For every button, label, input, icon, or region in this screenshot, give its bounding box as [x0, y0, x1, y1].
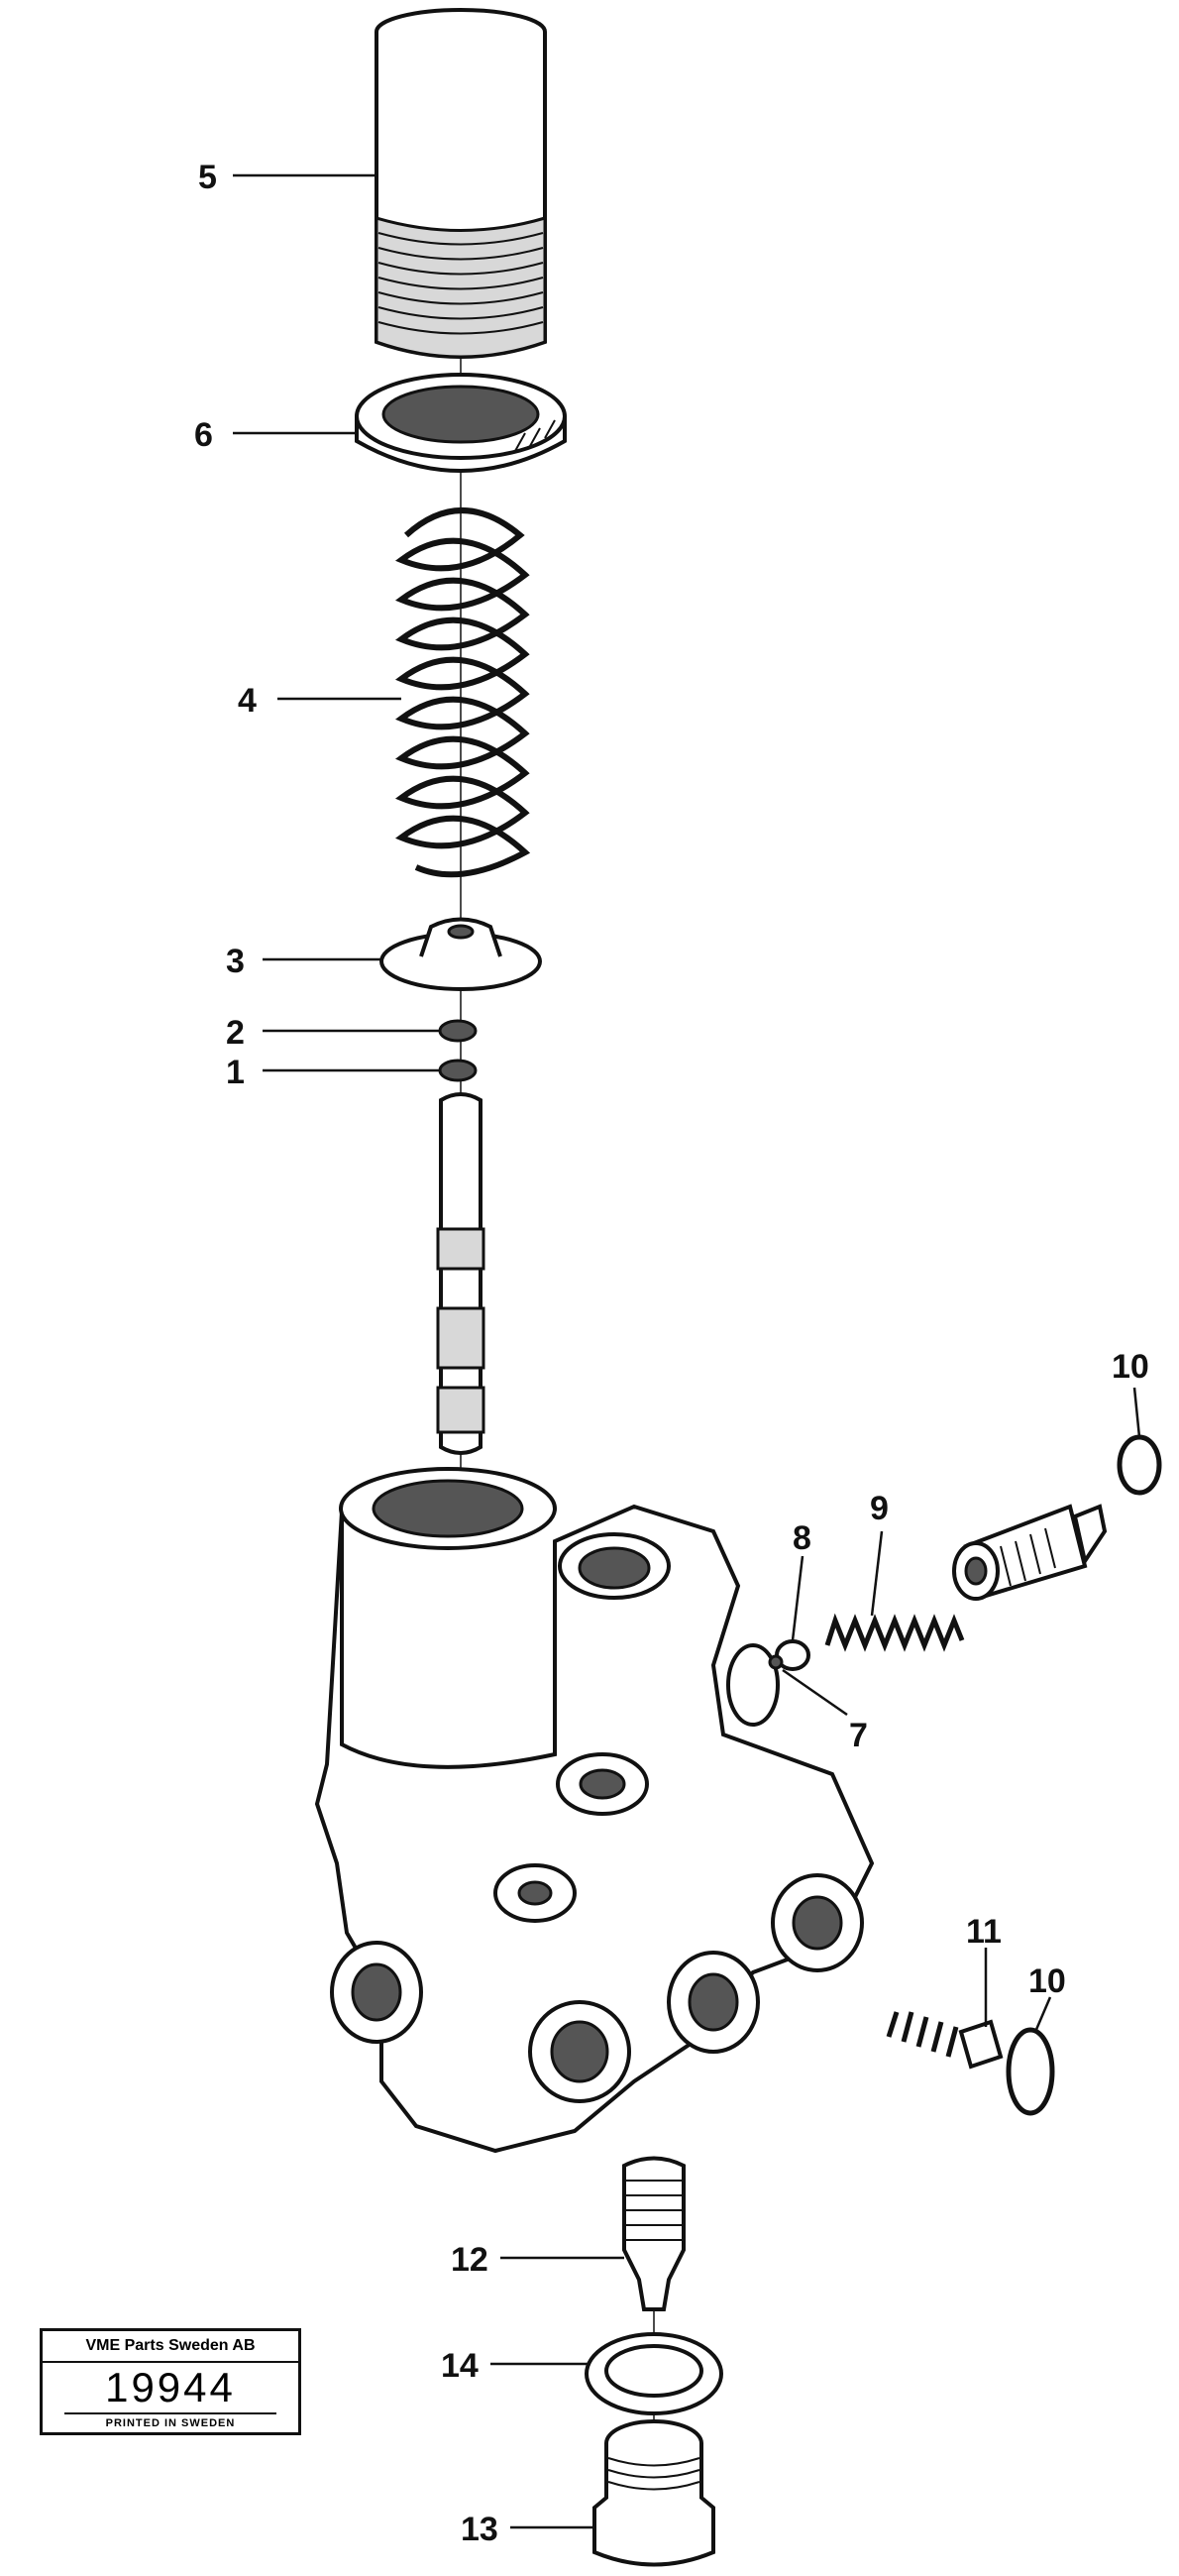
part-14-washer: [585, 2332, 723, 2415]
leader-8: [791, 1555, 804, 1641]
leader-10-upper: [1132, 1387, 1141, 1438]
part-4-spring: [394, 507, 531, 878]
callout-5: 5: [198, 159, 217, 196]
callout-14: 14: [441, 2347, 479, 2385]
callout-4: 4: [238, 682, 257, 720]
callout-3: 3: [226, 943, 245, 980]
callout-1: 1: [226, 1054, 245, 1091]
callout-10-upper: 10: [1112, 1348, 1149, 1386]
part-2-washer: [438, 1019, 478, 1043]
part-7-ball: [768, 1654, 784, 1670]
part-6-nut: [355, 373, 567, 473]
sleeve: [952, 1504, 1108, 1601]
callout-9: 9: [870, 1490, 889, 1527]
valve-body: [314, 1467, 875, 2154]
leader-10-lower: [1033, 1996, 1052, 2033]
callout-10-lower: 10: [1028, 1962, 1066, 2000]
part-12-valve-insert: [622, 2156, 686, 2311]
drawing-stamp: VME Parts Sweden AB 19944 PRINTED IN SWE…: [40, 2328, 301, 2435]
part-1-washer: [438, 1059, 478, 1082]
part-13-plug: [592, 2419, 715, 2567]
leader-7: [782, 1668, 848, 1717]
callout-7: 7: [849, 1717, 868, 1754]
part-10-snap-ring-lower: [1006, 2027, 1055, 2116]
callout-12: 12: [451, 2241, 488, 2279]
valve-stem: [436, 1092, 485, 1455]
stamp-drawing-number: 19944: [64, 2363, 276, 2414]
part-5-cap: [375, 8, 547, 359]
stamp-company: VME Parts Sweden AB: [43, 2331, 298, 2363]
part-9-spring: [824, 1613, 965, 1652]
leader-9: [870, 1530, 884, 1617]
callout-13: 13: [461, 2511, 498, 2548]
callout-11: 11: [966, 1913, 1002, 1951]
callout-6: 6: [194, 416, 213, 454]
stamp-printed-in: PRINTED IN SWEDEN: [105, 2417, 236, 2429]
part-11-spring-plug: [886, 2011, 1004, 2070]
callout-2: 2: [226, 1014, 245, 1052]
part-10-snap-ring-upper: [1117, 1434, 1162, 1496]
part-3-spring-seat: [379, 917, 542, 991]
callout-8: 8: [793, 1519, 811, 1557]
